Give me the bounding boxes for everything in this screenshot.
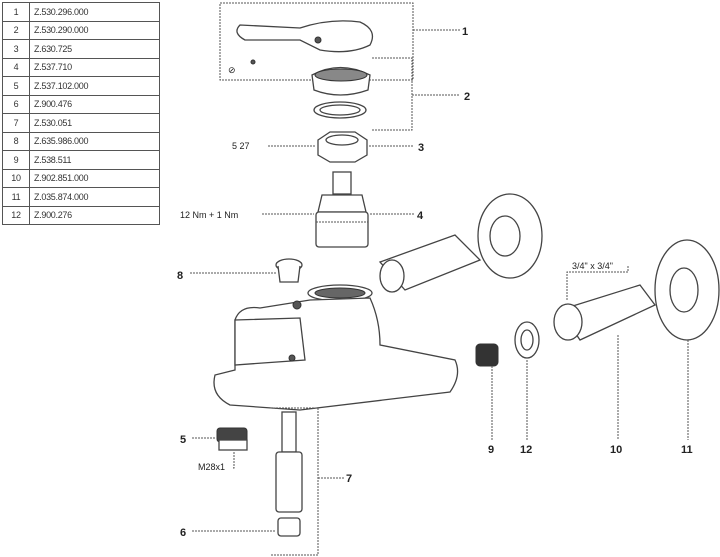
- thread-note: M28x1: [198, 462, 225, 472]
- aerator-part: [216, 427, 248, 451]
- part-number-cell: Z.530.051: [29, 113, 160, 133]
- callout-4: 4: [417, 210, 424, 222]
- callout-6: 6: [180, 527, 186, 539]
- callout-12: 12: [520, 444, 532, 456]
- filter-part: [475, 343, 499, 367]
- lever-handle-part: ⊘: [228, 20, 374, 75]
- svg-text:⊘: ⊘: [228, 65, 236, 75]
- part-number-cell: Z.902.851.000: [29, 168, 160, 188]
- eccentric-connector-part: [378, 193, 543, 293]
- connector-part: [553, 284, 657, 341]
- cap-part: [311, 66, 371, 119]
- part-number-cell: Z.035.874.000: [29, 187, 160, 207]
- position-cell: 7: [2, 113, 30, 133]
- plug-part: [275, 258, 303, 283]
- rosette-part: [654, 239, 720, 341]
- cartridge-part: [315, 171, 369, 248]
- callout-7: 7: [346, 473, 352, 485]
- washer-part: [514, 321, 540, 359]
- callout-2: 2: [464, 91, 470, 103]
- wrench-size-note: 5 27: [232, 141, 250, 151]
- part-number-cell: Z.538.511: [29, 150, 160, 170]
- callout-3: 3: [418, 142, 424, 154]
- connection-size-note: 3/4" x 3/4": [572, 261, 613, 271]
- callout-10: 10: [610, 444, 622, 456]
- callout-8: 8: [177, 270, 183, 282]
- part-number-cell: Z.900.276: [29, 205, 160, 225]
- mixer-body-part: [213, 284, 459, 411]
- position-cell: 8: [2, 131, 30, 151]
- callout-5: 5: [180, 434, 186, 446]
- diverter-part: [275, 411, 303, 537]
- torque-note: 12 Nm + 1 Nm: [180, 210, 238, 220]
- part-number-cell: Z.635.986.000: [29, 131, 160, 151]
- callout-9: 9: [488, 444, 494, 456]
- nut-part: [317, 131, 368, 163]
- callout-1: 1: [462, 26, 468, 38]
- callout-11: 11: [681, 444, 693, 456]
